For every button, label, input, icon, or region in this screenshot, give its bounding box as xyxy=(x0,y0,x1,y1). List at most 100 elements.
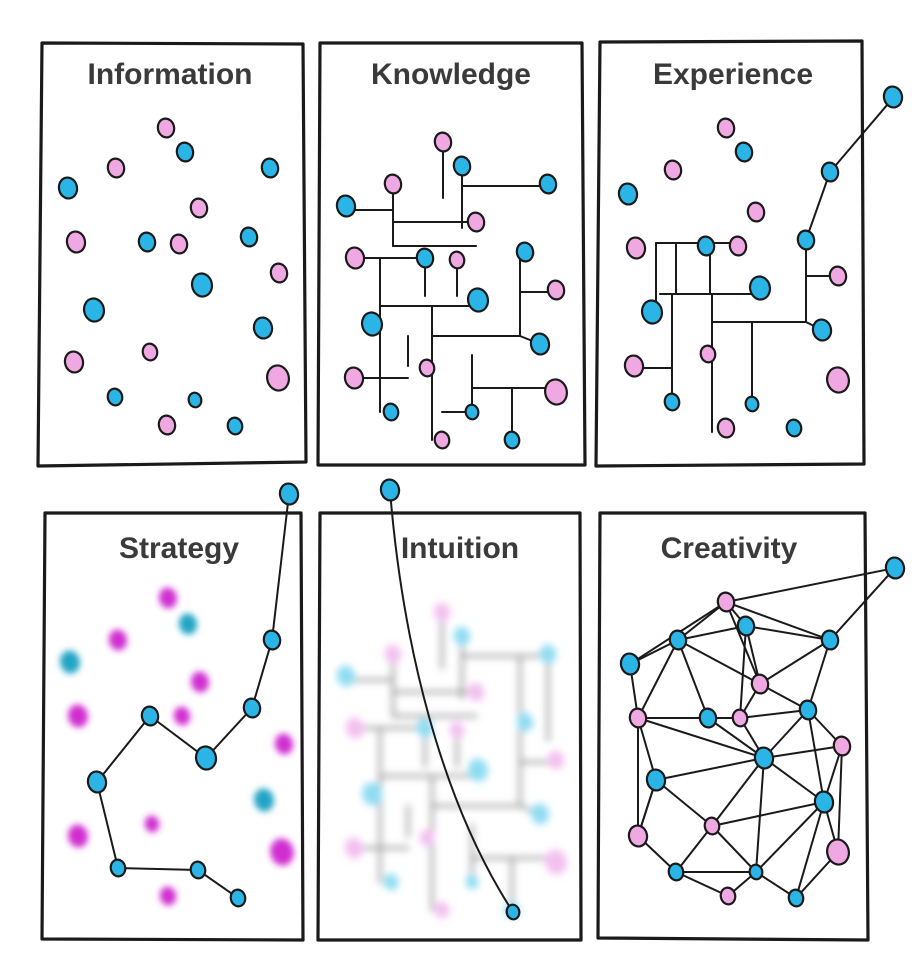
panel-title-experience: Experience xyxy=(653,58,813,91)
mesh-link xyxy=(759,639,831,685)
mesh-link xyxy=(807,639,831,711)
cyan-dot xyxy=(882,85,904,109)
cyan-dot xyxy=(539,644,557,664)
cyan-dot xyxy=(187,391,203,409)
cyan-dot xyxy=(820,629,840,651)
panel-frame-experience xyxy=(594,39,866,468)
pink-dot xyxy=(716,417,736,439)
mesh-link xyxy=(739,709,809,719)
pink-dot xyxy=(663,159,683,181)
pink-dot xyxy=(144,815,160,833)
cyan-dot xyxy=(796,229,816,251)
panel-frame-intuition xyxy=(316,511,583,942)
pink-dot xyxy=(448,250,466,270)
pink-dot xyxy=(266,364,290,392)
cyan-dot xyxy=(453,626,471,646)
mesh-link xyxy=(677,625,747,641)
pink-dot xyxy=(433,602,451,622)
mesh-link xyxy=(707,717,765,759)
pink-dot xyxy=(434,901,450,919)
cyan-dot xyxy=(464,403,480,421)
mesh-link xyxy=(637,639,679,719)
pink-dot xyxy=(828,265,848,287)
pink-dot xyxy=(189,197,209,219)
pink-dot xyxy=(343,366,365,390)
mesh-link xyxy=(745,625,831,641)
pink-dot xyxy=(173,706,191,726)
pink-dot xyxy=(344,246,366,270)
panel-title-intuition: Intuition xyxy=(401,532,519,565)
cyan-dot xyxy=(254,788,274,812)
cyan-dot xyxy=(515,241,535,263)
cyan-dot xyxy=(668,629,688,651)
pink-dot xyxy=(158,587,178,609)
pink-dot xyxy=(467,682,485,702)
panel-information-network xyxy=(57,117,290,436)
pink-dot xyxy=(750,673,770,695)
pink-dot xyxy=(628,707,648,729)
panel-frame-information xyxy=(36,41,308,468)
panel-title-creativity: Creativity xyxy=(661,532,798,565)
mesh-link xyxy=(637,717,765,759)
pink-dot xyxy=(419,829,435,847)
cyan-dot xyxy=(379,478,401,502)
cyan-dot xyxy=(190,272,214,298)
cyan-dot xyxy=(530,803,550,825)
cyan-dot xyxy=(529,332,551,356)
pink-dot xyxy=(544,378,568,406)
cyan-dot xyxy=(813,790,835,814)
pink-dot xyxy=(545,849,567,875)
mesh-link xyxy=(655,757,765,781)
mesh-link xyxy=(711,757,765,827)
pink-dot xyxy=(703,816,721,836)
pink-dot xyxy=(728,235,748,257)
pink-dot xyxy=(190,671,210,693)
mesh-link xyxy=(677,639,761,685)
cyan-dot xyxy=(645,768,667,792)
blurred-network xyxy=(336,602,567,919)
mesh-link xyxy=(675,825,713,873)
pink-dot xyxy=(384,644,402,664)
cyan-dot xyxy=(260,157,280,179)
panel-frame-creativity xyxy=(596,511,870,942)
cyan-dot xyxy=(82,297,106,323)
cyan-dot xyxy=(262,629,282,651)
pink-dot xyxy=(716,117,736,139)
panel-strategy-network xyxy=(60,482,300,908)
cyan-dot xyxy=(57,176,79,200)
cyan-dot xyxy=(884,556,906,580)
cyan-dot xyxy=(505,903,521,921)
mesh-link xyxy=(675,871,729,897)
mesh-link xyxy=(795,801,825,899)
pink-dot xyxy=(433,430,451,450)
cyan-dot xyxy=(415,247,435,269)
pink-dot xyxy=(746,201,766,223)
cyan-dot xyxy=(452,155,472,177)
cyan-dot xyxy=(734,141,754,163)
pink-dot xyxy=(547,750,565,770)
link-line xyxy=(805,171,831,241)
pink-dot xyxy=(826,366,850,394)
cyan-dot xyxy=(663,392,681,412)
panel-creativity-network xyxy=(619,556,906,908)
mesh-link xyxy=(837,745,843,853)
pink-dot xyxy=(344,837,364,859)
panel-intuition-network xyxy=(336,478,567,921)
cyan-dot xyxy=(503,430,521,450)
cyan-dot xyxy=(698,707,718,729)
cyan-dot xyxy=(239,226,259,248)
panel-title-strategy: Strategy xyxy=(119,532,239,565)
pink-dot xyxy=(546,279,566,301)
cyan-dot xyxy=(736,615,756,637)
cyan-dot xyxy=(466,287,490,313)
pink-dot xyxy=(156,117,176,139)
pink-dot xyxy=(623,354,645,378)
cyan-dot xyxy=(748,275,772,301)
pink-dot xyxy=(141,342,159,362)
pink-dot xyxy=(731,708,749,728)
cyan-dot xyxy=(278,482,300,506)
cyan-dot xyxy=(362,782,382,806)
pink-dot xyxy=(345,717,365,739)
cyan-dot xyxy=(189,860,207,880)
